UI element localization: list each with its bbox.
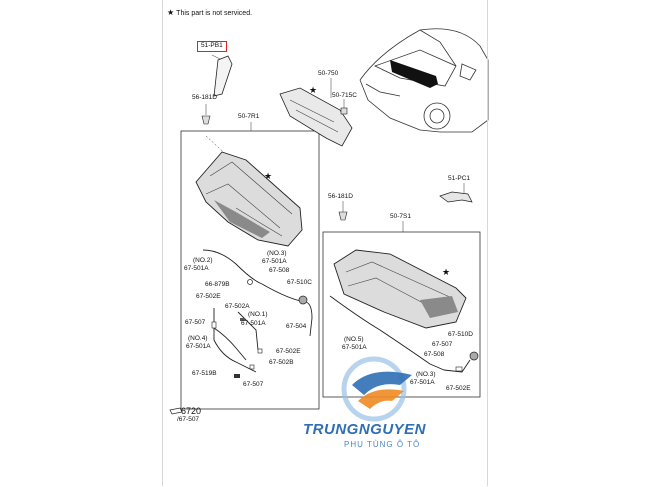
watermark-swoosh-orange	[358, 389, 404, 409]
label-67-507-2: 67-507	[243, 381, 264, 388]
label-6720: 6720	[181, 406, 202, 416]
part-50-750	[279, 87, 353, 147]
label-56-181d-a: 56-181D	[192, 94, 217, 101]
label-67-502e-1: 67-502E	[196, 293, 221, 300]
label-50-750: 50-750	[318, 70, 339, 77]
label-66-879b: 66-879B	[205, 281, 230, 288]
car-silhouette	[359, 28, 489, 133]
label-67-501a-4: 67-501A	[186, 343, 211, 350]
label-no3-b: (NO.3)	[416, 371, 436, 378]
label-67-501a-b2: 67-501A	[410, 379, 435, 386]
label-no2: (NO.2)	[193, 257, 213, 264]
group-box-50-7r1	[180, 130, 320, 410]
label-67-502e-b: 67-502E	[446, 385, 471, 392]
label-67-519b: 67-519B	[192, 370, 217, 377]
part-50-750-detail	[289, 99, 339, 133]
label-67-508-b: 67-508	[424, 351, 445, 358]
star-marker-50-7s1: ★	[442, 267, 451, 277]
connector-66-879b	[247, 279, 253, 285]
label-6720-sub: /67-507	[177, 416, 200, 423]
connector-67-502b	[249, 364, 255, 370]
label-67-501a-1: 67-501A	[184, 265, 209, 272]
label-50-715c: 50-715C	[332, 92, 357, 99]
clip-67-519b	[234, 374, 240, 378]
label-50-7s1: 50-7S1	[390, 213, 411, 220]
part-50-7r1-cowl-detail	[205, 161, 293, 237]
part-51-pc1	[439, 191, 473, 203]
connector-67-502e-a	[257, 348, 263, 354]
label-no3-a: (NO.3)	[267, 250, 287, 257]
car-cowl-highlight	[390, 60, 438, 88]
part-50-7s1-cowl-detail	[345, 261, 453, 313]
page-border	[162, 0, 488, 486]
connector-67-502a	[240, 318, 245, 321]
label-51-pc1: 51-PC1	[448, 175, 471, 182]
label-67-510d: 67-510D	[448, 331, 473, 338]
washer-hoses-right	[329, 295, 471, 373]
not-serviced-note: ★This part is not serviced.	[167, 8, 252, 17]
watermark-subtitle: PHỤ TÙNG Ô TÔ	[344, 440, 421, 449]
clip-56-181d-b	[338, 211, 348, 221]
label-67-502a: 67-502A	[225, 303, 250, 310]
watermark-circle	[341, 356, 407, 422]
label-no5: (NO.5)	[344, 336, 364, 343]
watermark-brand: TRUNGNGUYEN	[303, 421, 427, 438]
label-no1: (NO.1)	[248, 311, 268, 318]
label-67-504: 67-504	[286, 323, 307, 330]
part-50-7r1-cowl-shade	[214, 200, 270, 238]
watermark-logo	[341, 356, 412, 422]
label-67-510c: 67-510C	[287, 279, 312, 286]
clip-56-181d-a	[201, 115, 211, 125]
star-marker-50-750: ★	[309, 85, 318, 95]
nozzle-67-510d	[469, 351, 479, 361]
connector-67-507-b	[455, 366, 463, 372]
label-67-502e-2: 67-502E	[276, 348, 301, 355]
label-67-501a-b1: 67-501A	[342, 344, 367, 351]
label-67-502b: 67-502B	[269, 359, 294, 366]
label-56-181d-b: 56-181D	[328, 193, 353, 200]
label-67-507-1: 67-507	[185, 319, 206, 326]
part-6720	[169, 407, 183, 415]
label-67-501a-3: 67-501A	[241, 320, 266, 327]
star-icon: ★	[167, 8, 175, 17]
watermark-swoosh-blue	[352, 371, 412, 395]
clip-50-715c	[340, 107, 348, 115]
label-50-7r1: 50-7R1	[238, 113, 260, 120]
label-no4: (NO.4)	[188, 335, 208, 342]
part-50-7s1-cowl-shade	[420, 296, 458, 318]
note-text: This part is not serviced.	[176, 10, 253, 17]
part-50-7r1-cowl	[195, 151, 303, 247]
nozzle-67-510c	[298, 295, 308, 305]
label-51-pb1: 51-PB1	[197, 41, 227, 52]
part-51-pb1	[213, 55, 233, 97]
label-67-507-b: 67-507	[432, 341, 453, 348]
connector-67-507-a	[211, 321, 217, 329]
star-marker-50-7r1: ★	[264, 171, 273, 181]
label-67-501a-2: 67-501A	[262, 258, 287, 265]
label-67-508-1: 67-508	[269, 267, 290, 274]
